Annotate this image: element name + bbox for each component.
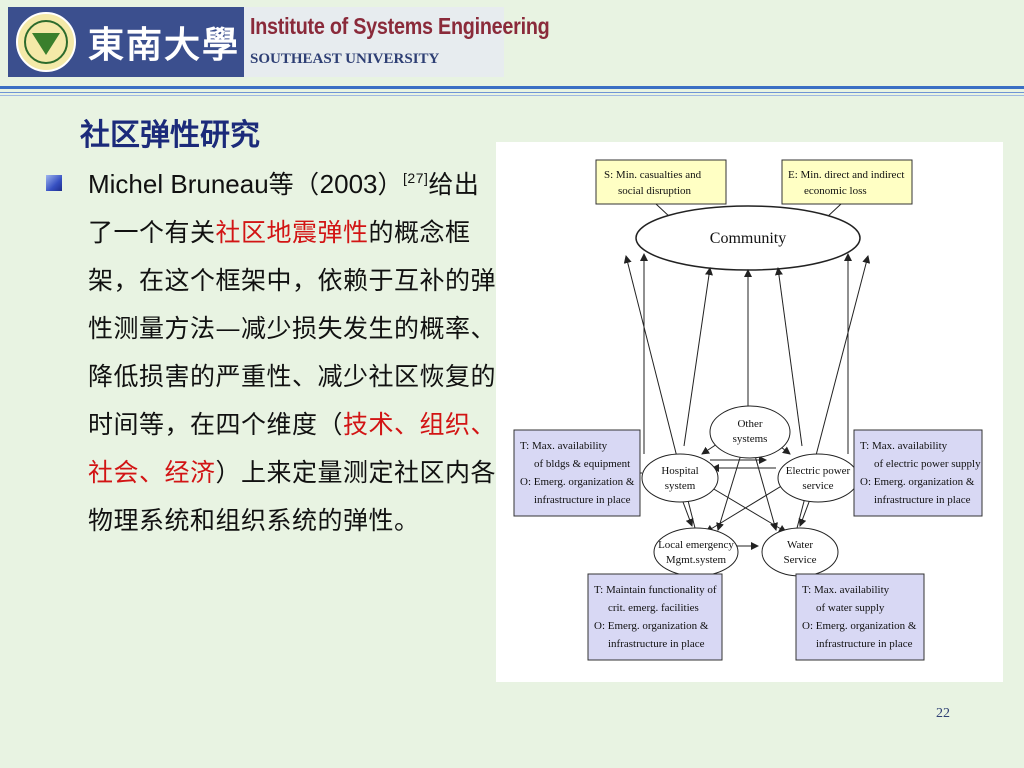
hospital-line1: Hospital (661, 465, 698, 477)
local-emergency-line1: Local emergency (658, 539, 734, 551)
text-segment: 等（ (268, 170, 320, 199)
highlight-seismic-resilience: 社区地震弹性 (215, 218, 369, 247)
goal-economic-line1: E: Min. direct and indirect (788, 169, 904, 181)
other-systems-node (709, 405, 791, 459)
hospital-criteria-line1: T: Max. availability (520, 440, 608, 452)
text-segment: 减少损失发生的概率、降低损害的严重性、减少社区恢复的时间等，在四个维度（ (88, 314, 497, 439)
page-number: 22 (936, 706, 950, 721)
local-criteria-line4: infrastructure in place (608, 638, 705, 650)
bullet-square-icon (46, 175, 62, 191)
water-criteria-line4: infrastructure in place (816, 638, 913, 650)
electric-power-line2: service (802, 480, 833, 492)
framework-svg: S: Min. casualties and social disruption… (513, 159, 983, 661)
institute-banner: Institute of Systems Engineering SOUTHEA… (244, 7, 550, 77)
year: 2003 (319, 169, 378, 199)
goal-social-line2: social disruption (618, 185, 692, 197)
goal-social-line1: S: Min. casualties and (604, 169, 702, 181)
text-segment: ）上来定量测定社区内各物理系统和组织系统的弹性。 (88, 458, 497, 535)
header: 東南大學 Institute of Systems Engineering SO… (8, 7, 550, 77)
hospital-criteria-line3: O: Emerg. organization & (520, 476, 635, 488)
author-name: Michel Bruneau (88, 169, 269, 199)
university-seal-icon (16, 12, 76, 72)
hospital-criteria-line4: infrastructure in place (534, 494, 631, 506)
local-criteria-line3: O: Emerg. organization & (594, 620, 709, 632)
resilience-framework-diagram: S: Min. casualties and social disruption… (496, 142, 1003, 682)
hospital-line2: system (665, 480, 696, 492)
local-criteria-line1: T: Maintain functionality of (594, 584, 717, 596)
local-criteria-line2: crit. emerg. facilities (608, 602, 699, 614)
local-emergency-criteria-box (587, 573, 723, 661)
local-emergency-node (653, 527, 739, 577)
other-systems-line1: Other (737, 418, 762, 430)
highlight-four-dimensions: 技术、组织、社会、经济 (88, 410, 497, 487)
header-divider-thin (0, 95, 1024, 96)
community-label: Community (710, 230, 786, 247)
water-service-line2: Service (784, 554, 817, 566)
electric-criteria-line3: O: Emerg. organization & (860, 476, 975, 488)
text-dash: — (215, 314, 242, 343)
electric-criteria-box (853, 429, 983, 517)
water-service-node (761, 527, 839, 577)
goal-economic-box (781, 159, 913, 205)
flow-arrow (683, 267, 713, 447)
citation: [27] (403, 170, 429, 186)
flow-arrow (774, 267, 803, 447)
electric-criteria-line2: of electric power supply (874, 458, 981, 470)
water-criteria-line1: T: Max. availability (802, 584, 890, 596)
text-segment: 的概念框架，在这个框架中，依赖于互补的弹性测量方法 (88, 218, 497, 343)
university-logo-banner: 東南大學 (8, 7, 244, 77)
goal-social-box (595, 159, 727, 205)
university-name-en: SOUTHEAST UNIVERSITY (250, 51, 440, 67)
university-name-cn: 東南大學 (88, 24, 241, 66)
electric-power-node (777, 453, 859, 503)
water-criteria-box (795, 573, 925, 661)
hospital-criteria-line2: of bldgs & equipment (534, 458, 630, 470)
water-criteria-line2: of water supply (816, 602, 885, 614)
goal-economic-line2: economic loss (804, 185, 867, 197)
text-segment: 给出了一个有关 (88, 170, 480, 247)
electric-criteria-line4: infrastructure in place (874, 494, 971, 506)
electric-criteria-line1: T: Max. availability (860, 440, 948, 452)
institute-name: Institute of Systems Engineering (250, 13, 550, 39)
slide-title: 社区弹性研究 (80, 118, 260, 153)
electric-power-line1: Electric power (786, 465, 851, 477)
header-divider (0, 86, 1024, 89)
water-criteria-line3: O: Emerg. organization & (802, 620, 917, 632)
local-emergency-line2: Mgmt.system (666, 554, 727, 566)
hospital-node (641, 453, 719, 503)
body-paragraph: Michel Bruneau等（2003）[27]给出了一个有关社区地震弹性的概… (88, 160, 498, 545)
other-systems-line2: systems (733, 433, 768, 445)
text-segment: ） (377, 170, 404, 199)
water-service-line1: Water (787, 539, 813, 551)
hospital-criteria-box (513, 429, 641, 517)
header-divider-thin (0, 92, 1024, 93)
